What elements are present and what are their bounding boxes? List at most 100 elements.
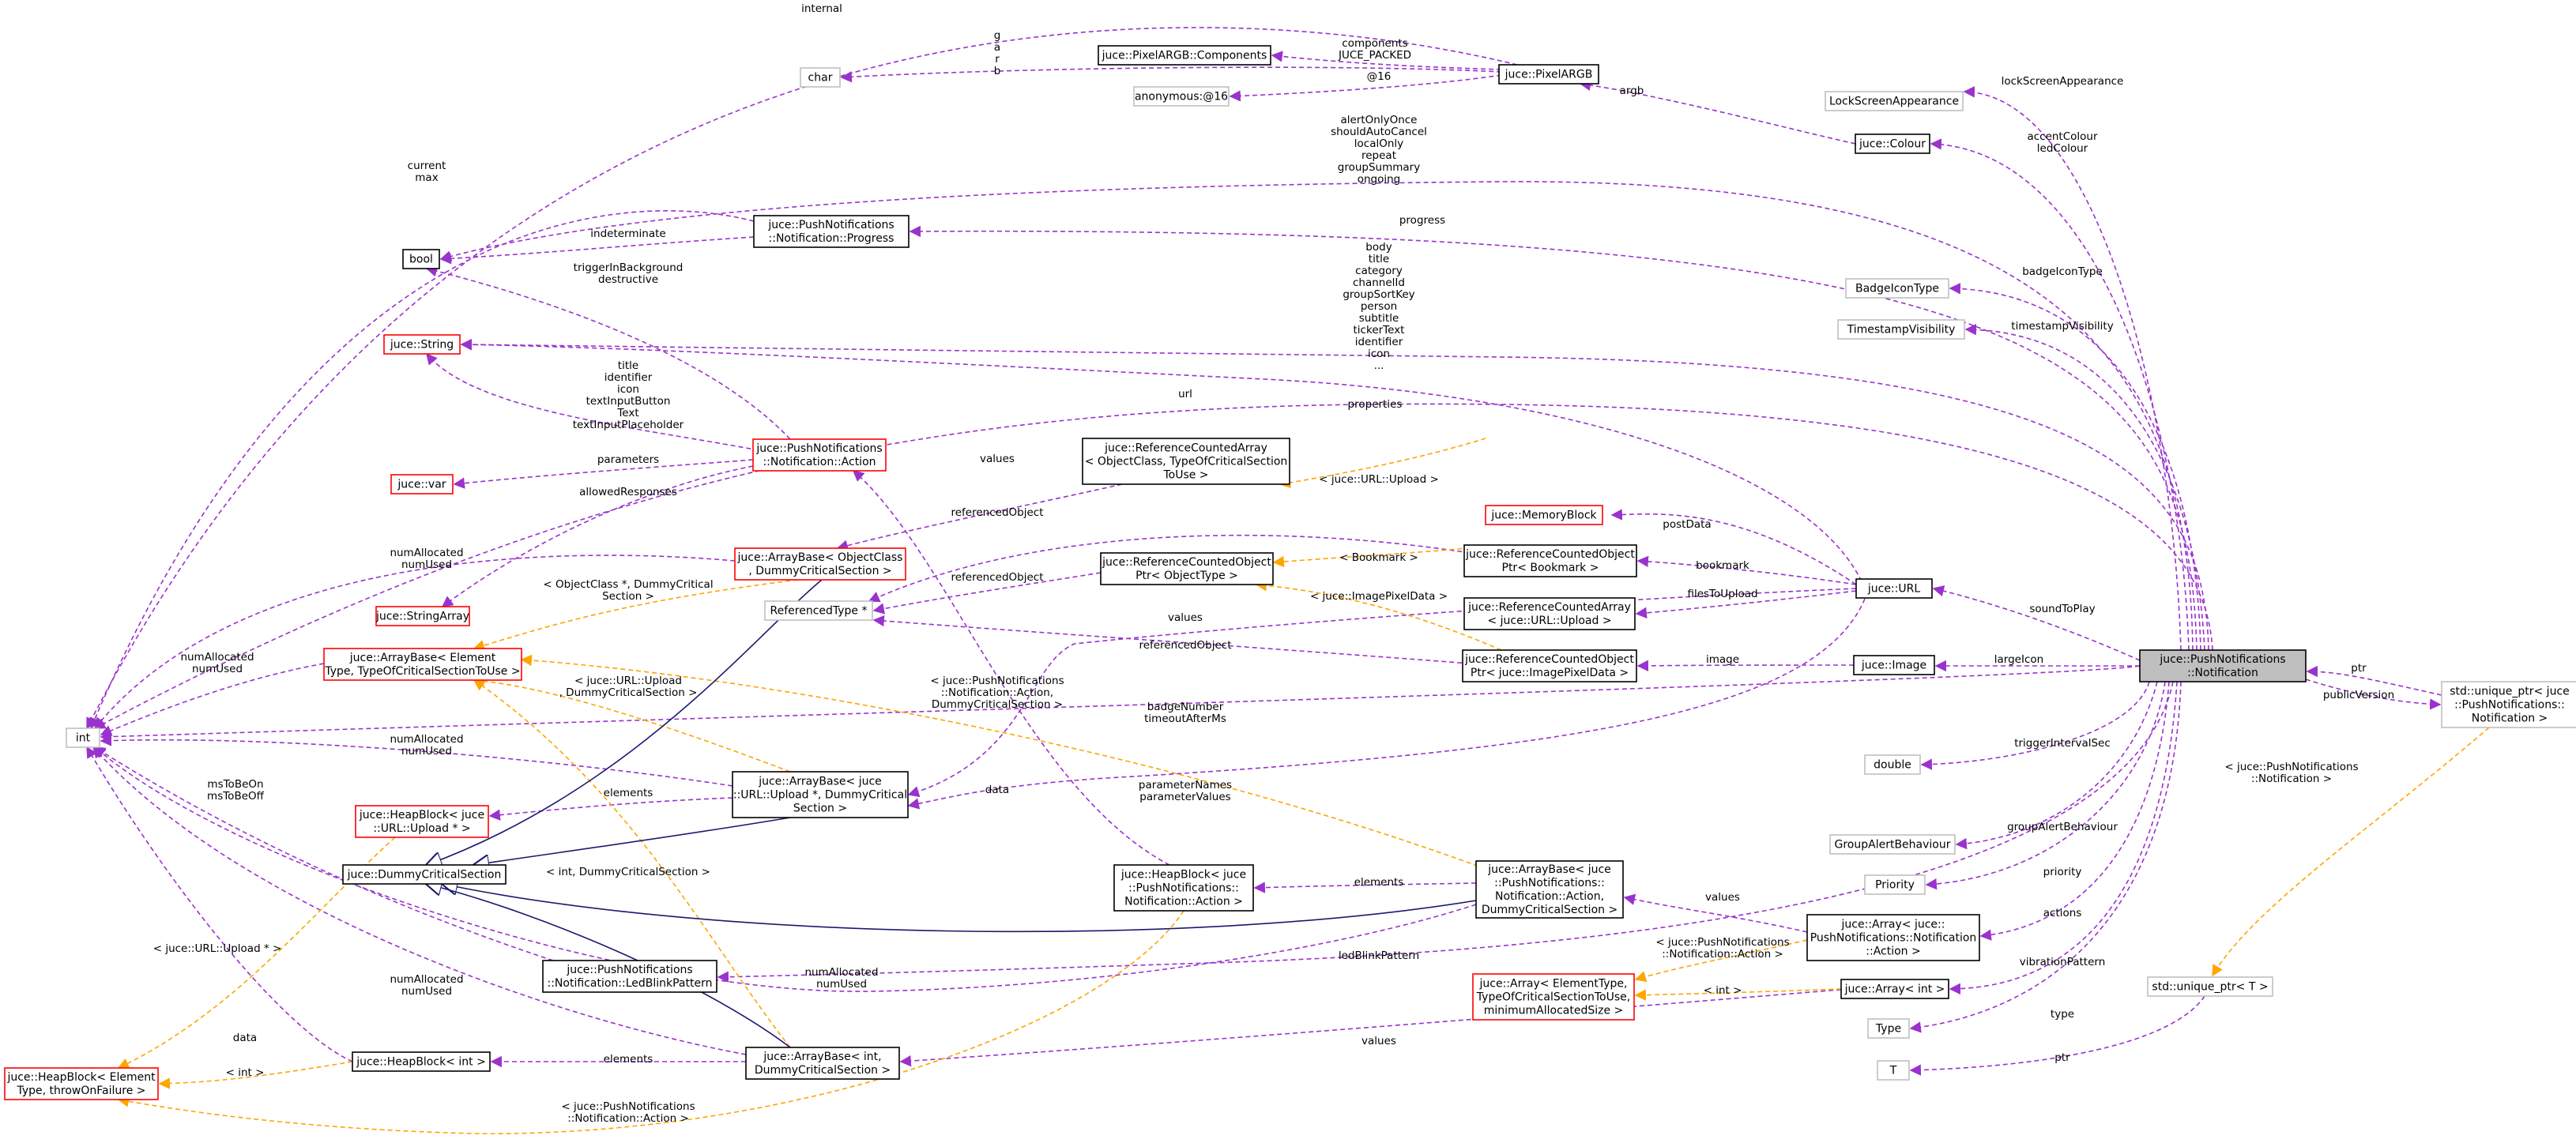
edge-label-line: elements	[604, 787, 653, 799]
node-Priority[interactable]: Priority	[1864, 874, 1926, 895]
node-label-line: juce::ReferenceCountedObject	[1465, 548, 1635, 561]
node-label: juce::PixelARGB	[1505, 69, 1593, 81]
node-notification[interactable]: juce::PushNotifications::Notification	[2139, 649, 2307, 682]
node-heapblock_int[interactable]: juce::HeapBlock< int >	[352, 1051, 491, 1072]
edge-label-line: numAllocated	[804, 966, 878, 979]
edge-label-l_indeterminate: indeterminate	[590, 227, 665, 240]
node-TimestampVisibility[interactable]: TimestampVisibility	[1837, 319, 1965, 340]
node-refarray_upload[interactable]: juce::ReferenceCountedArray< juce::URL::…	[1463, 597, 1636, 630]
node-array_action[interactable]: juce::Array< juce::PushNotifications::No…	[1806, 914, 1980, 961]
node-box	[1485, 505, 1603, 525]
edge-label-l_postdata: postData	[1663, 518, 1711, 531]
edge-label-line: badgeNumber	[1147, 701, 1224, 713]
edge-label-line: progress	[1399, 214, 1445, 227]
node-label-line: Notification >	[2472, 712, 2548, 725]
node-box	[323, 648, 522, 681]
node-double[interactable]: double	[1864, 754, 1921, 775]
node-BadgeIconType[interactable]: BadgeIconType	[1845, 278, 1949, 299]
node-dummycs[interactable]: juce::DummyCriticalSection	[342, 864, 507, 885]
node-LockScreenAppearance[interactable]: LockScreenAppearance	[1825, 91, 1964, 111]
edge-label-line: localOnly	[1354, 137, 1403, 150]
edge-label-line: < juce::PushNotifications	[561, 1100, 695, 1113]
node-array_int[interactable]: juce::Array< int >	[1840, 979, 1949, 999]
edge-label-line: g	[994, 29, 1001, 42]
edge-label-line: < int >	[226, 1066, 265, 1079]
node-GroupAlertBehaviour[interactable]: GroupAlertBehaviour	[1829, 834, 1956, 855]
node-bool[interactable]: bool	[402, 249, 440, 269]
node-char[interactable]: char	[800, 67, 841, 88]
edge-label-l_argb: argb	[1620, 85, 1644, 97]
edge-label-line: values	[1705, 891, 1740, 904]
edge-label-line: groupAlertBehaviour	[2007, 821, 2118, 833]
edge-tmpl-array-action	[1634, 939, 1808, 983]
node-Type[interactable]: Type	[1867, 1018, 1910, 1039]
node-label-line: TypeOfCriticalSectionToUse,	[1476, 991, 1630, 1004]
node-box	[734, 547, 906, 581]
node-juce_var[interactable]: juce::var	[390, 474, 454, 494]
node-label-line: juce::PushNotifications	[767, 219, 894, 231]
node-uniqueptr_notif[interactable]: std::unique_ptr< juce::PushNotifications…	[2441, 681, 2576, 728]
node-label-line: juce::Array< int >	[1844, 983, 1945, 996]
node-url[interactable]: juce::URL	[1855, 578, 1933, 599]
edge-label-line: ledBlinkPattern	[1339, 949, 1419, 962]
node-anonymous[interactable]: anonymous:@16	[1133, 86, 1230, 107]
node-box	[732, 771, 909, 818]
node-box	[1864, 754, 1921, 775]
edge-label-line: Text	[616, 407, 638, 419]
edge-usage-refobj1	[868, 534, 1471, 603]
node-heapblock_action[interactable]: juce::HeapBlock< juce::PushNotifications…	[1113, 864, 1254, 912]
edge-label-l_uploadptr_t: < juce::URL::Upload * >	[153, 942, 282, 955]
node-box	[542, 960, 717, 993]
node-label-line: Notification::Action,	[1495, 890, 1604, 903]
nodes-layer: juce::PushNotifications::Notificationstd…	[4, 45, 2576, 1100]
edge-tmpl-uniqueptr	[2212, 727, 2490, 977]
node-juce_colour[interactable]: juce::Colour	[1855, 133, 1930, 154]
node-arraybase_action[interactable]: juce::ArrayBase< juce::PushNotifications…	[1475, 860, 1624, 919]
node-memoryblock[interactable]: juce::MemoryBlock	[1485, 505, 1603, 525]
node-arraybase_upload[interactable]: juce::ArrayBase< juce::URL::Upload *, Du…	[732, 771, 909, 818]
node-label: juce::StringArray	[375, 611, 469, 623]
node-arraybase_int[interactable]: juce::ArrayBase< int,DummyCriticalSectio…	[745, 1047, 900, 1080]
edge-label-l_internal: internal	[801, 2, 842, 15]
node-ReferencedType[interactable]: ReferencedType *	[764, 600, 873, 621]
node-action[interactable]: juce::PushNotifications::Notification::A…	[752, 438, 887, 472]
node-image[interactable]: juce::Image	[1853, 655, 1935, 675]
node-array_generic[interactable]: juce::Array< ElementType,TypeOfCriticalS…	[1472, 973, 1635, 1021]
node-label: juce::ArrayBase< int,DummyCriticalSectio…	[755, 1051, 891, 1077]
node-progress[interactable]: juce::PushNotifications::Notification::P…	[753, 215, 910, 248]
edge-usage-bools	[439, 181, 2194, 651]
node-arraybase_objclass[interactable]: juce::ArrayBase< ObjectClass, DummyCriti…	[734, 547, 906, 581]
edge-usage-lockscreen	[1963, 86, 2182, 651]
edge-usage-ptr1	[2306, 665, 2442, 696]
edge-label-l_refobj2: referencedObject	[951, 571, 1044, 584]
edge-label-line: numAllocated	[390, 547, 463, 559]
node-refarray_generic[interactable]: juce::ReferenceCountedArray< ObjectClass…	[1082, 438, 1290, 485]
node-heapblock_upload[interactable]: juce::HeapBlock< juce::URL::Upload * >	[355, 805, 489, 838]
node-components[interactable]: juce::PixelARGB::Components	[1098, 45, 1271, 66]
node-label-line: Ptr< ObjectType >	[1135, 570, 1238, 582]
node-pixelargb[interactable]: juce::PixelARGB	[1498, 64, 1599, 85]
node-ledblink[interactable]: juce::PushNotifications::Notification::L…	[542, 960, 717, 993]
node-stringarray[interactable]: juce::StringArray	[375, 606, 470, 626]
edge-label-l_lockscreen: lockScreenAppearance	[2002, 75, 2124, 88]
edge-usage-actionstrings	[426, 352, 759, 451]
node-int[interactable]: int	[66, 728, 100, 748]
node-uniqueptr_t[interactable]: std::unique_ptr< T >	[2147, 976, 2273, 997]
node-juce_string[interactable]: juce::String	[383, 334, 461, 355]
edge-label-line: < Bookmark >	[1339, 551, 1418, 564]
edge-label-line: publicVersion	[2323, 689, 2394, 701]
edge-tmpl-arraybase-int	[473, 679, 791, 1048]
edge-label-line: triggerInBackground	[574, 261, 684, 274]
node-T[interactable]: T	[1877, 1060, 1910, 1081]
node-label-line: ::Notification::Progress	[769, 232, 894, 245]
edge-label-line: alertOnlyOnce	[1340, 114, 1417, 126]
